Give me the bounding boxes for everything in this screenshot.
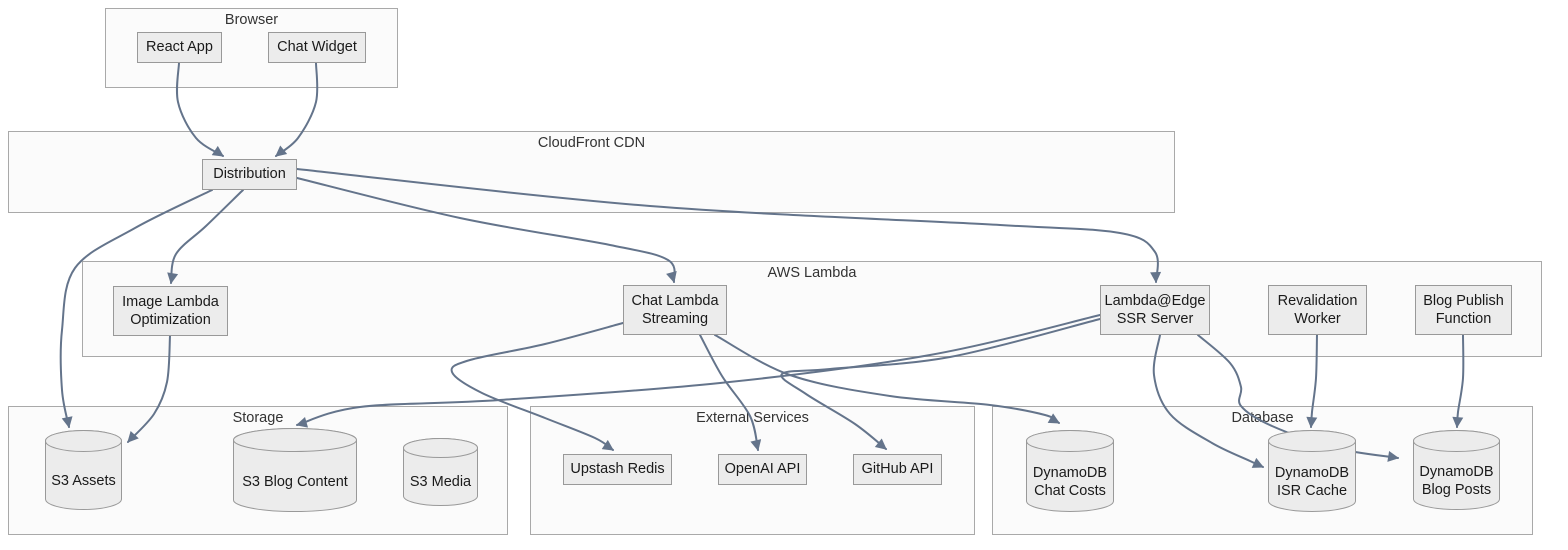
label-line: Upstash Redis (570, 461, 665, 478)
group-label-cdn: CloudFront CDN (537, 135, 646, 151)
node-github-api: GitHub API (853, 454, 942, 485)
label-line: DynamoDB (1032, 464, 1108, 481)
label-line: ISR Cache (1276, 483, 1348, 499)
group-label-database: Database (1231, 410, 1294, 426)
label-line: Chat Costs (1034, 483, 1106, 499)
cylinder-shape (1268, 430, 1356, 512)
label-line: S3 Blog Content (242, 473, 348, 490)
label-line: SSR Server (1116, 311, 1194, 327)
node-react-app: React App (137, 32, 222, 63)
node-chat-widget: Chat Widget (268, 32, 366, 63)
cylinder-shape (403, 438, 478, 506)
label-line: Blog Posts (1421, 482, 1492, 498)
label-line: Revalidation (1277, 292, 1358, 309)
node-distribution: Distribution (202, 159, 297, 190)
group-label-external: External Services (696, 410, 809, 426)
group-label-storage: Storage (232, 410, 284, 426)
node-upstash-redis: Upstash Redis (563, 454, 672, 485)
node-label-s3-assets: S3 Assets (45, 430, 122, 521)
cylinder-shape (45, 430, 122, 510)
label-line: React App (146, 39, 213, 56)
node-s3-media: S3 Media (403, 438, 478, 506)
label-line: S3 Media (409, 473, 472, 490)
node-openai-api: OpenAI API (718, 454, 807, 485)
group-label-browser: Browser (224, 12, 279, 28)
cylinder-shape (233, 428, 357, 512)
node-label-ddb-isr-cache: DynamoDB ISR Cache (1268, 430, 1356, 523)
node-label-ddb-blog-posts: DynamoDB Blog Posts (1413, 430, 1500, 521)
label-line: Lambda@Edge (1104, 292, 1206, 309)
label-line: Image Lambda (122, 293, 219, 310)
cylinder-shape (1026, 430, 1114, 512)
group-label-lambda: AWS Lambda (767, 265, 857, 281)
node-label-s3-media: S3 Media (403, 438, 478, 516)
label-line: Chat Lambda (631, 292, 719, 309)
label-line: GitHub API (861, 461, 934, 478)
label-line: Blog Publish (1423, 292, 1504, 309)
label-line: OpenAI API (724, 461, 801, 478)
cylinder-shape (1413, 430, 1500, 510)
group-cdn: CloudFront CDN (8, 131, 1175, 213)
label-line: Optimization (130, 312, 211, 328)
label-line: Chat Widget (277, 39, 357, 56)
label-line: Worker (1294, 311, 1341, 327)
label-line: DynamoDB (1274, 464, 1350, 481)
node-ddb-isr-cache: DynamoDB ISR Cache (1268, 430, 1356, 512)
label-line: Streaming (641, 311, 709, 327)
label-line: S3 Assets (51, 472, 116, 489)
node-label-s3-blog-content: S3 Blog Content (233, 428, 357, 524)
label-line: Function (1435, 311, 1492, 327)
node-s3-assets: S3 Assets (45, 430, 122, 510)
label-line: DynamoDB (1419, 463, 1494, 480)
node-ddb-blog-posts: DynamoDB Blog Posts (1413, 430, 1500, 510)
node-label-ddb-chat-costs: DynamoDB Chat Costs (1026, 430, 1114, 523)
node-ddb-chat-costs: DynamoDB Chat Costs (1026, 430, 1114, 512)
node-s3-blog-content: S3 Blog Content (233, 428, 357, 512)
label-line: Distribution (213, 166, 286, 183)
